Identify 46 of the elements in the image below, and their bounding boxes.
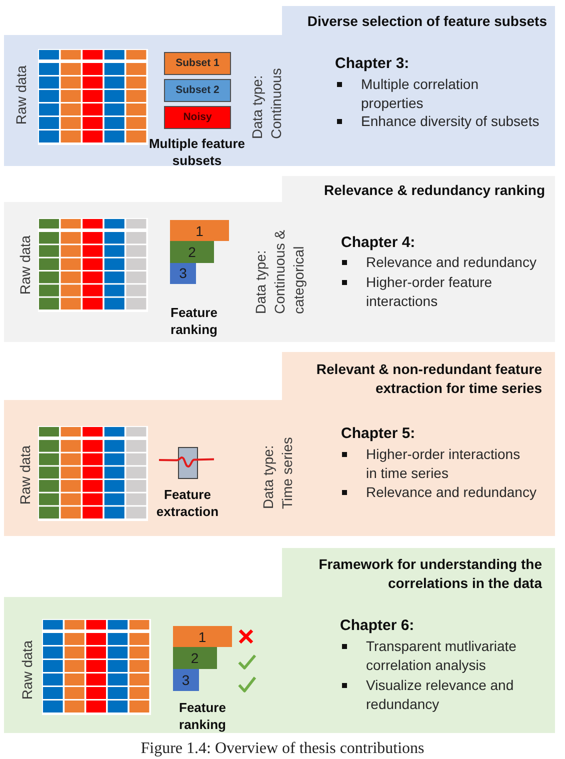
subset-label: Subset 2 — [176, 84, 220, 97]
rank-number: 1 — [196, 222, 204, 238]
rank-bar — [170, 220, 229, 241]
rank-bar — [170, 241, 214, 262]
bullet-text: Enhance diversity of subsets — [361, 112, 540, 130]
rank-number: 1 — [198, 628, 206, 644]
figure-caption: Figure 1.4: Overview of thesis contributions — [140, 740, 424, 758]
raw-data-label: Raw data — [12, 65, 30, 125]
raw-data-label: Raw data — [16, 445, 34, 505]
bullet-text: Higher-order interactions in time series — [366, 444, 522, 482]
data-type-label: Data type: Continuous — [248, 67, 285, 139]
chapter-title: Chapter 3: — [335, 54, 410, 74]
bullet-text: Higher-order feature interactions — [366, 272, 494, 310]
subset-label: Noisy — [183, 111, 212, 124]
subset-box — [164, 106, 231, 129]
bullet-text: Transparent mutlivariate correlation analysis — [366, 636, 518, 674]
illustration-caption: Multiple feature subsets — [148, 134, 246, 168]
data-type-label: Data type: Time series — [259, 436, 296, 509]
rank-number: 3 — [179, 265, 187, 282]
illustration-caption: Feature ranking — [170, 304, 218, 338]
panel-heading: Framework for understanding the correlations in the data — [318, 554, 542, 592]
raw-data-label: Raw data — [16, 235, 34, 295]
panel-heading: Relevant & non-redundant feature extraction for time series — [315, 360, 542, 398]
rank-bar — [170, 262, 196, 284]
illustration-caption: Feature ranking — [178, 698, 227, 732]
rank-number: 2 — [190, 650, 199, 666]
bullet-text: Relevance and redundancy — [366, 482, 536, 502]
rank-bar — [172, 626, 232, 647]
rank-number: 2 — [188, 244, 196, 260]
rank-bar — [172, 647, 217, 668]
panel-heading: Relevance & redundancy ranking — [324, 180, 545, 200]
data-type-label: Data type: Continuous & categorical — [252, 228, 308, 314]
subset-label: Subset 1 — [176, 57, 220, 70]
rank-number: 3 — [182, 672, 190, 688]
rank-bar — [172, 668, 199, 691]
raw-data-label: Raw data — [18, 640, 36, 700]
chapter-title: Chapter 4: — [341, 233, 416, 253]
bullet-text: Multiple correlation properties — [361, 74, 480, 112]
subset-box — [164, 52, 231, 75]
bullet-text: Visualize relevance and redundancy — [366, 676, 515, 714]
bullet-text: Relevance and redundancy — [366, 252, 536, 272]
subset-box — [164, 79, 231, 102]
chapter-title: Chapter 6: — [340, 616, 414, 636]
panel-heading: Diverse selection of feature subsets — [307, 12, 547, 30]
illustration-caption: Feature extraction — [155, 486, 220, 520]
chapter-title: Chapter 5: — [341, 424, 416, 444]
